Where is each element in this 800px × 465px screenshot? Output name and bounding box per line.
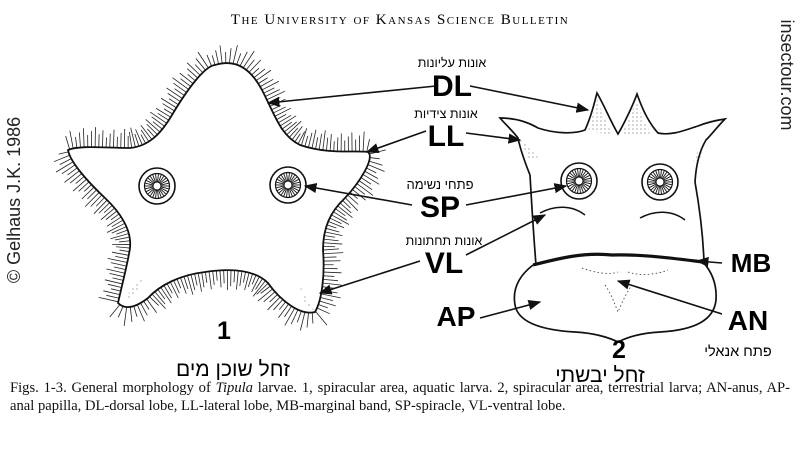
- sp-label: SP: [420, 191, 460, 224]
- spiracle-left: [560, 162, 598, 200]
- an-arrow: [616, 279, 723, 315]
- caption-prefix: Figs. 1-3. General morphology of: [10, 380, 216, 396]
- ap-arrow: [479, 300, 542, 319]
- mb-arrow: [695, 256, 723, 268]
- figure-caption: Figs. 1-3. General morphology of Tipula …: [10, 380, 790, 415]
- ll-hebrew-label: אונות צידיות: [414, 107, 478, 121]
- setae-fringe: [53, 45, 386, 331]
- spiracular-disc-outline: [66, 62, 371, 314]
- caption-body: larvae. 1, spiracular area, aquatic larv…: [10, 380, 790, 414]
- anus-stipple: [581, 267, 669, 275]
- body-side-right: [694, 181, 705, 263]
- vl-label: VL: [425, 247, 463, 280]
- site-watermark: insectour.com: [777, 19, 797, 130]
- anal-papillae-outline: [513, 261, 717, 343]
- vl-hebrew-label: אונות תחתונות: [406, 234, 483, 248]
- mb-label: MB: [731, 248, 771, 278]
- marginal-band: [532, 252, 704, 267]
- figure-2-number: 2: [612, 336, 626, 364]
- spiracle-left: [138, 167, 176, 205]
- sp-arrow-right: [465, 183, 568, 206]
- ll-arrow-right: [465, 132, 522, 144]
- dorsal-lateral-lobes-outline: [498, 90, 728, 183]
- dl-hebrew-label: אונות עליונות: [418, 56, 487, 70]
- ventral-lobe-right: [639, 211, 686, 221]
- ap-label: AP: [437, 301, 476, 332]
- leader-lines: [266, 85, 723, 319]
- vl-arrow-left: [318, 260, 421, 295]
- ll-label: LL: [428, 120, 465, 153]
- lateral-lobe-stipple: [693, 145, 705, 162]
- figure-1-hebrew-title: זחל שוכן מים: [176, 358, 290, 381]
- ventral-lobe-left: [539, 206, 586, 216]
- anus-stipple: [604, 284, 633, 314]
- caption-genus: Tipula: [215, 380, 253, 396]
- spiracle-right: [641, 163, 679, 201]
- dorsal-lobe-stipple: [588, 97, 612, 134]
- an-hebrew-label: פתח אנאלי: [704, 343, 772, 360]
- figure-2-hebrew-title: זחל יבשתי: [555, 364, 645, 387]
- vl-arrow-right: [465, 214, 547, 256]
- lateral-lobe-stipple: [520, 140, 538, 160]
- ventral-lobe-stipple: [125, 278, 142, 300]
- ventral-lobe-stipple: [298, 280, 314, 310]
- sp-arrow-left: [303, 182, 413, 206]
- sp-hebrew-label: פתחי נשימה: [406, 177, 473, 192]
- dl-arrow-right: [469, 85, 590, 113]
- dorsal-lobe-stipple: [622, 100, 652, 134]
- an-label: AN: [728, 305, 768, 336]
- copyright-watermark: © Gelhaus J.K. 1986: [4, 117, 24, 283]
- figure-1-number: 1: [217, 317, 231, 345]
- dl-label: DL: [432, 70, 472, 103]
- terrestrial-larva-drawing: [498, 90, 728, 343]
- aquatic-larva-drawing: [53, 45, 386, 331]
- ll-arrow-left: [365, 130, 427, 153]
- dl-arrow-left: [266, 85, 437, 107]
- header-title: The University of Kansas Science Bulleti…: [231, 12, 569, 28]
- spiracle-right: [269, 166, 307, 204]
